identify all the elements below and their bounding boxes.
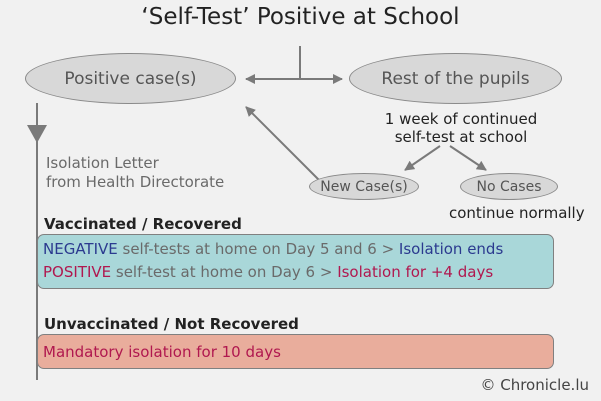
source-credit: © Chronicle.lu	[480, 376, 589, 394]
isolation-arrow-head	[27, 125, 47, 143]
arrow-new-case-to-positive	[245, 106, 323, 184]
vaccinated-box: NEGATIVE self-tests at home on Day 5 and…	[37, 234, 554, 289]
rest-of-pupils-label: Rest of the pupils	[381, 68, 530, 89]
no-cases-node: No Cases	[460, 173, 558, 200]
positive-test-line: POSITIVE self-test at home on Day 6 > Is…	[43, 263, 493, 281]
no-cases-label: No Cases	[476, 178, 542, 195]
positive-test-detail: self-test at home on Day 6 >	[111, 263, 338, 281]
isolation-letter-line-1: Isolation Letter	[46, 154, 159, 172]
vaccinated-heading: Vaccinated / Recovered	[44, 215, 242, 233]
continued-self-test-note: 1 week of continued self-test at school	[352, 110, 570, 146]
negative-test-line: NEGATIVE self-tests at home on Day 5 and…	[43, 240, 503, 258]
mandatory-isolation-text: Mandatory isolation for 10 days	[43, 343, 281, 361]
rest-of-pupils-node: Rest of the pupils	[349, 53, 562, 104]
continued-self-test-line-1: 1 week of continued	[384, 110, 538, 128]
arrow-to-no-cases	[449, 145, 487, 171]
negative-test-detail: self-tests at home on Day 5 and 6 >	[117, 240, 399, 258]
page-title: ‘Self-Test’ Positive at School	[141, 4, 460, 30]
positive-case-label: Positive case(s)	[64, 68, 197, 89]
unvaccinated-heading: Unvaccinated / Not Recovered	[44, 315, 299, 333]
negative-keyword: NEGATIVE	[43, 240, 118, 258]
positive-keyword: POSITIVE	[43, 263, 112, 281]
new-cases-node: New Case(s)	[309, 173, 419, 200]
isolation-extended-outcome: Isolation for +4 days	[337, 263, 494, 281]
positive-case-node: Positive case(s)	[25, 53, 236, 104]
isolation-letter-line-2: from Health Directorate	[46, 173, 225, 191]
arrow-to-new-cases	[404, 145, 441, 171]
isolation-letter-note: Isolation Letter from Health Directorate	[46, 154, 224, 192]
new-cases-label: New Case(s)	[320, 178, 408, 195]
unvaccinated-box: Mandatory isolation for 10 days	[37, 334, 554, 369]
isolation-ends-outcome: Isolation ends	[398, 240, 504, 258]
continued-self-test-line-2: self-test at school	[394, 128, 528, 146]
continue-normally-note: continue normally	[449, 204, 585, 222]
